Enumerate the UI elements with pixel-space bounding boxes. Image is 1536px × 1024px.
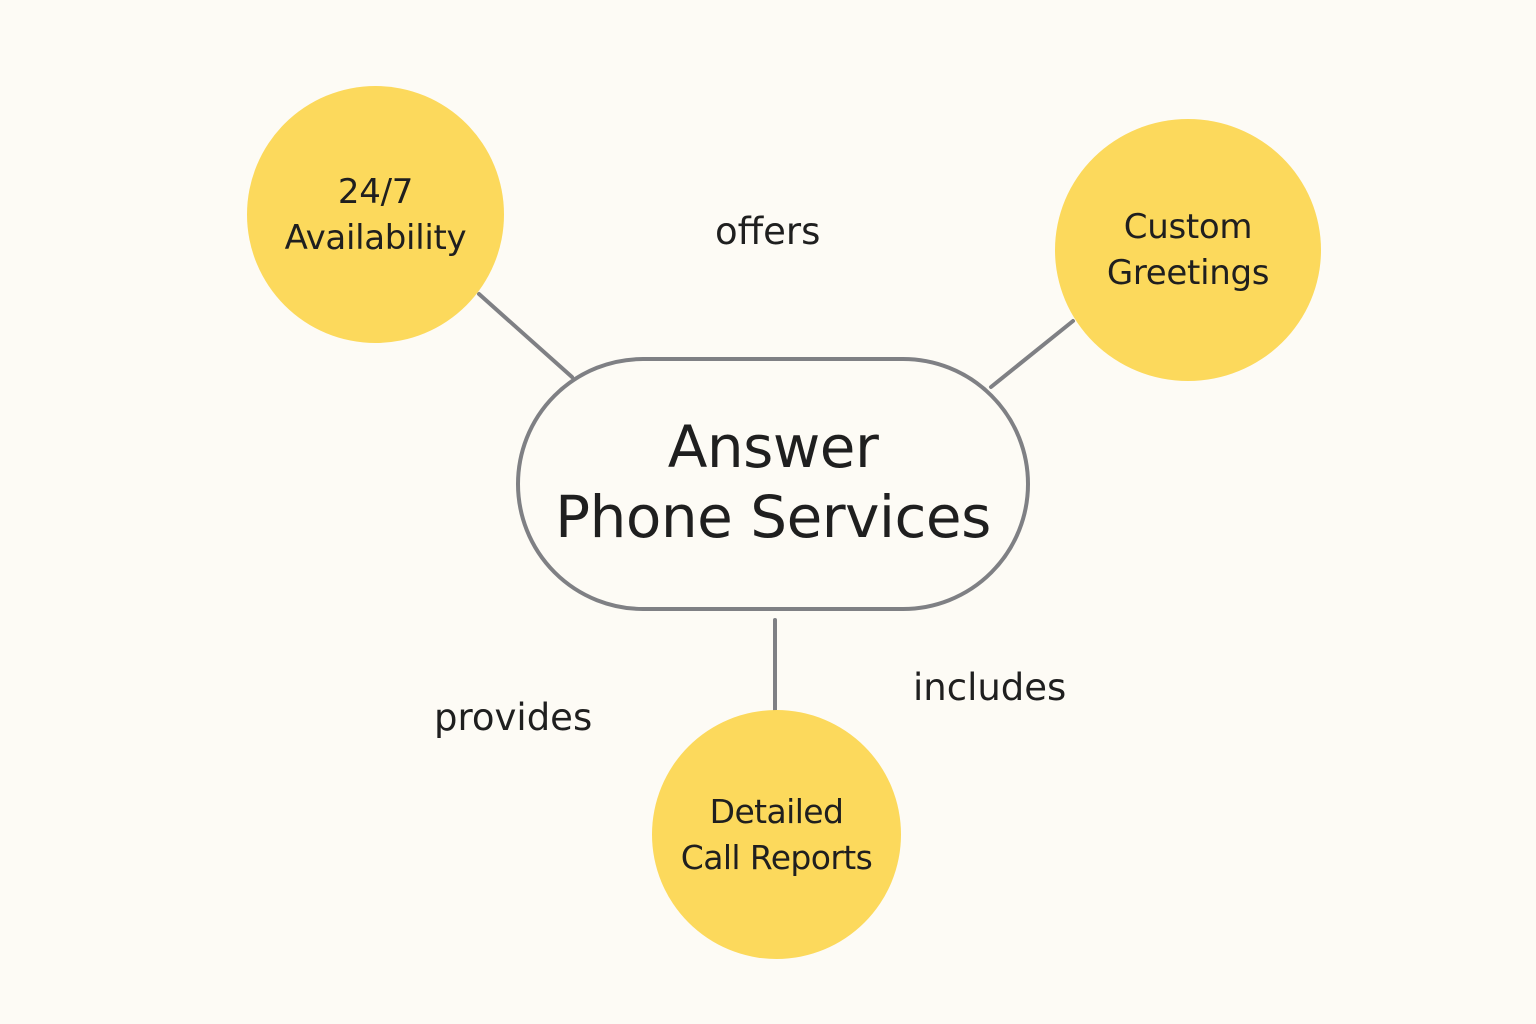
node-custom-greetings-label: Custom Greetings xyxy=(1106,207,1270,293)
connector-greetings xyxy=(989,319,1075,389)
node-call-reports-label: Detailed Call Reports xyxy=(680,791,873,877)
central-node: Answer Phone Services xyxy=(516,357,1030,611)
edge-label-offers: offers xyxy=(715,210,821,253)
node-custom-greetings: Custom Greetings xyxy=(1055,119,1321,381)
edge-label-includes: includes xyxy=(913,666,1067,709)
node-availability: 24/7 Availability xyxy=(247,86,504,343)
edge-label-provides: provides xyxy=(434,696,593,739)
central-node-label: Answer Phone Services xyxy=(555,413,991,551)
node-availability-label: 24/7 Availability xyxy=(284,171,467,258)
node-call-reports: Detailed Call Reports xyxy=(652,710,901,959)
connector-availability xyxy=(477,292,574,379)
